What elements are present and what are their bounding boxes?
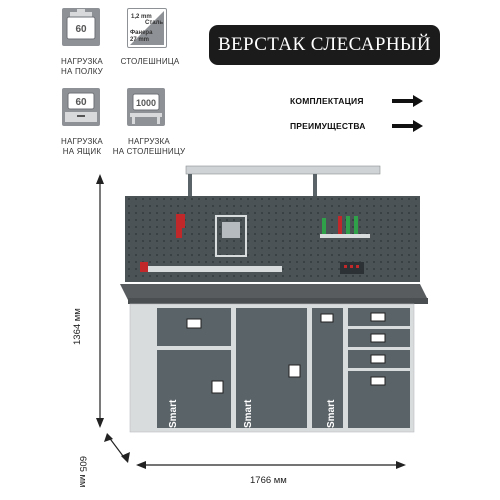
tool-rack (320, 234, 370, 238)
tabletop-load-value: 1000 (136, 98, 156, 108)
weight-icon: 60 (66, 9, 96, 40)
lock-icon (211, 380, 224, 394)
tool-holder (215, 215, 247, 257)
tabletop-load-label: НАГРУЗКА НА СТОЛЕШНИЦУ (112, 137, 186, 156)
drawer-load-value: 60 (75, 97, 87, 108)
svg-text:1,2 mm: 1,2 mm (131, 14, 152, 20)
green-tool (322, 218, 326, 236)
brand-logo: Smart (243, 399, 254, 428)
tabletop-material-icon: 1,2 mm Сталь Фанера 27 mm (127, 8, 167, 48)
width-label: 1766 мм (250, 475, 287, 486)
height-label: 1364 мм (72, 308, 83, 345)
narrow-cabinet (312, 308, 343, 428)
title-banner: ВЕРСТАК СЛЕСАРНЫЙ (209, 25, 440, 65)
red-tool (176, 214, 182, 238)
tabletop-load-icon: 1000 (127, 88, 165, 126)
depth-label: 605 мм (77, 456, 88, 488)
tool-shelf (185, 165, 381, 175)
advantages-link[interactable]: ПРЕИМУЩЕСТВА (290, 121, 366, 131)
page-title: ВЕРСТАК СЛЕСАРНЫЙ (217, 34, 432, 55)
brand-logo: Smart (326, 399, 337, 428)
drawer-load-label: НАГРУЗКА НА ЯЩИК (61, 137, 103, 156)
shelf-load-label: НАГРУЗКА НА ПОЛКУ (61, 57, 103, 76)
shelf-load-value: 60 (75, 24, 87, 35)
lock-icon (288, 364, 301, 378)
lower-shelf (146, 266, 282, 272)
brand-logo: Smart (168, 399, 179, 428)
tabletop (120, 284, 428, 300)
svg-text:Фанера: Фанера (130, 30, 153, 36)
equipment-link[interactable]: КОМПЛЕКТАЦИЯ (290, 96, 364, 106)
shelf-load-icon: 60 (62, 8, 100, 46)
svg-text:Сталь: Сталь (145, 20, 163, 26)
arrow-right-icon[interactable] (413, 95, 423, 107)
arrow-right-icon[interactable] (392, 124, 414, 128)
svg-text:27 mm: 27 mm (130, 37, 149, 43)
drawer-load-icon: 60 (62, 88, 100, 126)
drawer-handle (320, 313, 334, 323)
tabletop-label: СТОЛЕШНИЦА (120, 57, 180, 66)
drawer-handle (186, 318, 202, 329)
arrow-right-icon[interactable] (413, 120, 423, 132)
arrow-right-icon[interactable] (392, 99, 414, 103)
